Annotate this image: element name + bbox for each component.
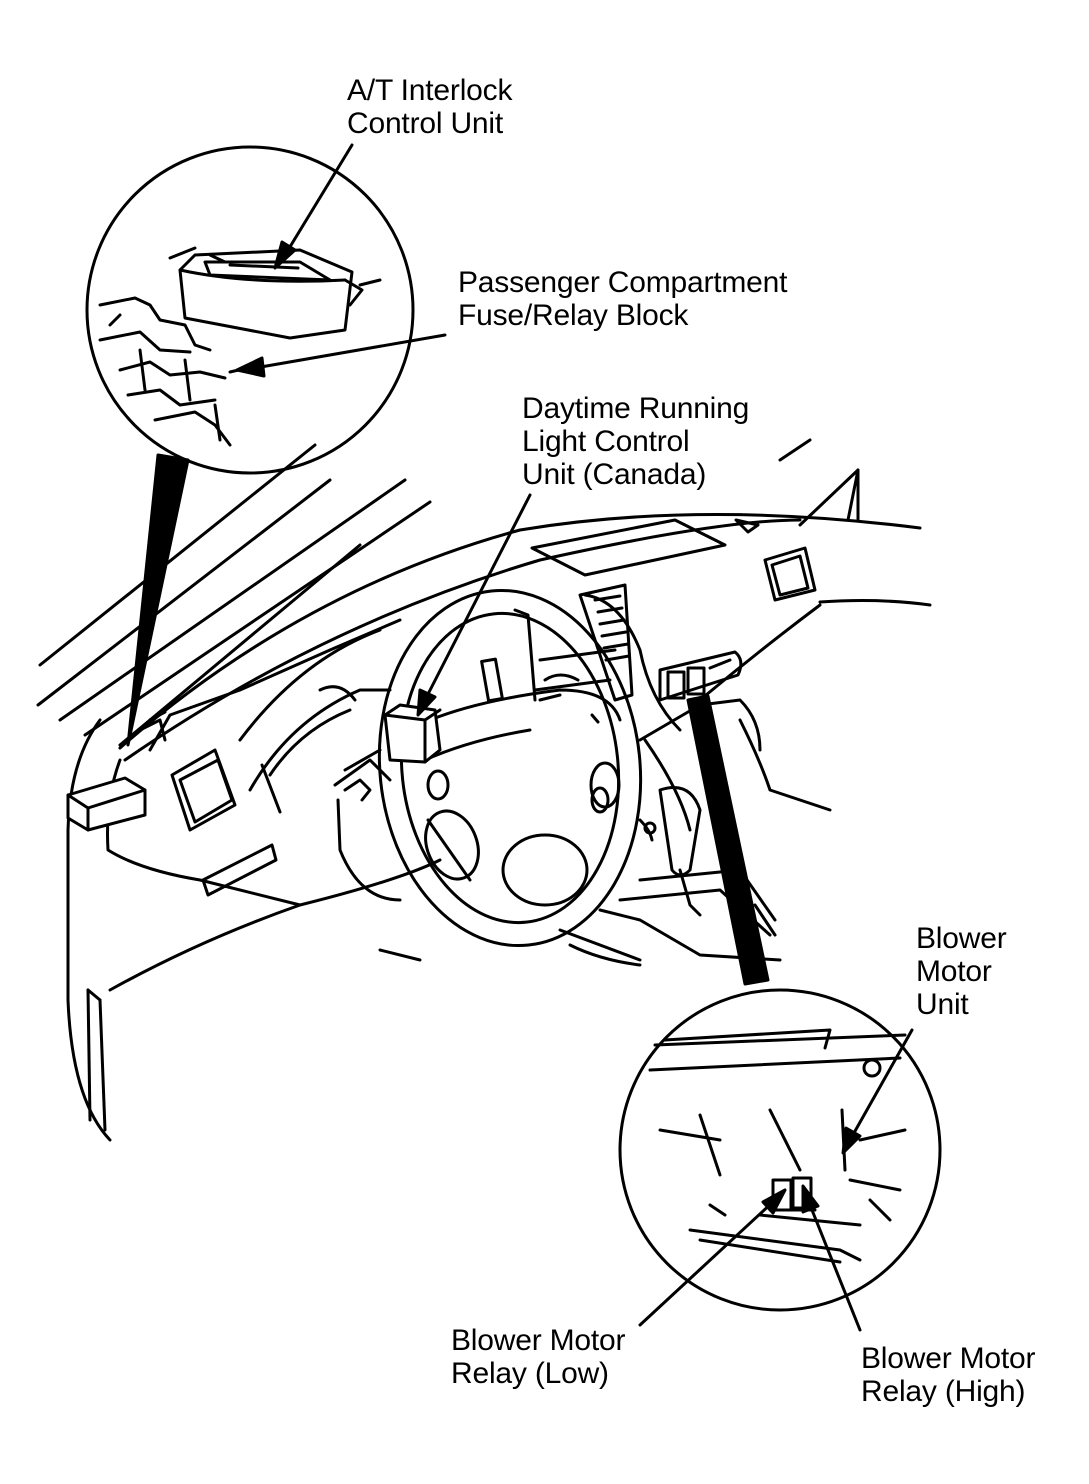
label-blower-relay-low: Blower Motor Relay (Low) xyxy=(451,1324,626,1390)
left-dash xyxy=(66,618,442,1142)
label-line: Motor xyxy=(916,955,992,988)
label-fuse-relay-block: Passenger Compartment Fuse/Relay Block xyxy=(458,266,787,332)
label-line: Blower Motor xyxy=(861,1342,1036,1375)
label-line: Fuse/Relay Block xyxy=(458,299,689,332)
defroster-vent xyxy=(530,518,727,577)
label-line: Blower Motor xyxy=(451,1324,626,1357)
label-line: Control Unit xyxy=(347,107,503,140)
label-line: Unit (Canada) xyxy=(522,458,707,491)
label-line: A/T Interlock xyxy=(347,74,513,107)
label-blower-motor-unit: Blower Motor Unit xyxy=(916,922,1007,1021)
dash-switch xyxy=(686,666,706,696)
label-line: Unit xyxy=(916,988,969,1021)
label-at-interlock: A/T Interlock Control Unit xyxy=(347,74,512,140)
instrument-cluster xyxy=(238,628,382,742)
component-boxes xyxy=(66,703,442,832)
magnifier-connectors xyxy=(126,453,770,986)
label-line: Blower xyxy=(916,922,1007,955)
magnifier-blower xyxy=(618,988,942,1312)
steering-wheel xyxy=(377,588,643,962)
magnifier-fuse-block xyxy=(85,145,415,475)
passenger-vent xyxy=(763,546,817,602)
dash-switch xyxy=(666,670,686,700)
label-line: Relay (Low) xyxy=(451,1357,609,1390)
label-line: Passenger Compartment xyxy=(458,266,788,299)
label-drl-control-unit: Daytime Running Light Control Unit (Cana… xyxy=(522,392,749,491)
leader-lines xyxy=(235,143,914,1332)
label-blower-relay-high: Blower Motor Relay (High) xyxy=(861,1342,1036,1408)
label-line: Daytime Running xyxy=(522,392,750,425)
label-line: Light Control xyxy=(522,425,690,458)
windshield-pillar xyxy=(36,443,432,747)
horn-pad xyxy=(501,833,589,907)
label-line: Relay (High) xyxy=(861,1375,1026,1408)
left-vent xyxy=(170,748,237,832)
drl-unit-box xyxy=(383,703,442,764)
